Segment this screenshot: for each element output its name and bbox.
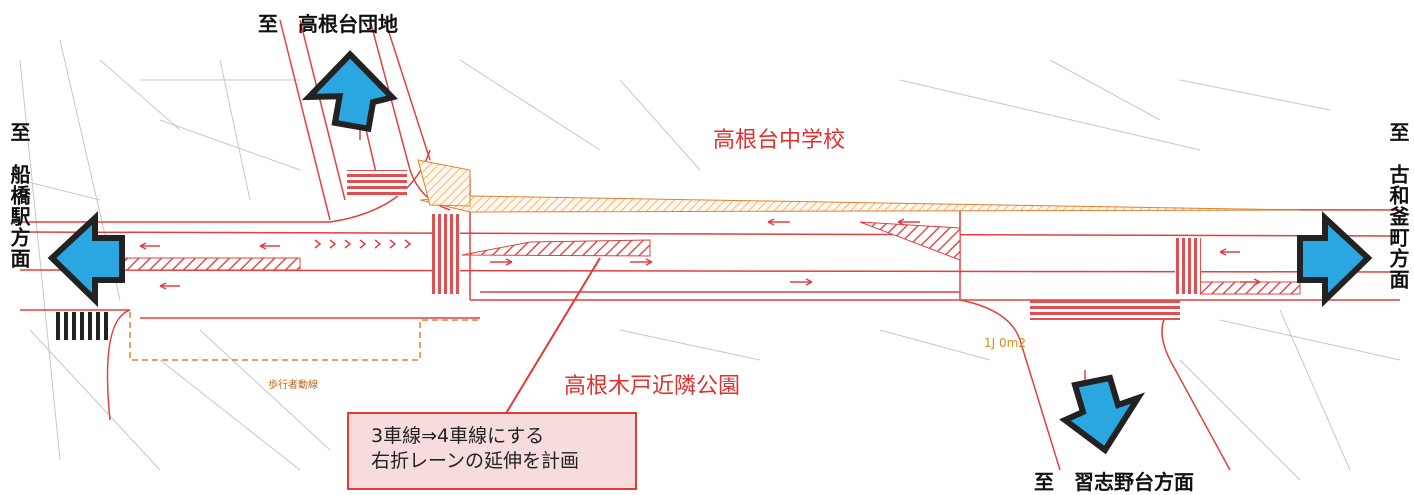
main-road-edges [19, 149, 1401, 471]
sidewalk-hatch-corner [417, 159, 471, 207]
callout-line-2: 右折レーンの延伸を計画 [371, 450, 580, 472]
arrow-north [301, 50, 399, 133]
arrow-east [1297, 211, 1373, 308]
arrow-south [1059, 374, 1146, 455]
pedestrian-route-line [129, 312, 480, 361]
crosswalk-southwest [55, 312, 110, 340]
median-hatch-west [121, 257, 301, 271]
direction-label-north: 至 高根台団地 [258, 12, 398, 36]
school-label: 高根台中学校 [713, 128, 846, 153]
direction-label-south: 至 習志野台方面 [1034, 470, 1194, 494]
lane-markings [139, 109, 1261, 401]
arrow-west [47, 211, 125, 308]
callout-leader-line [504, 257, 601, 416]
background-linework [19, 39, 1401, 481]
callout-line-1: 3車線⇒4車線にする [371, 425, 545, 447]
direction-label-west: 至 船橋駅方面 [7, 122, 31, 269]
sidewalk-hatch-north [419, 195, 1301, 213]
direction-label-east: 至 古和釜町方面 [1386, 122, 1410, 290]
crosswalk-east [1175, 238, 1201, 294]
marker-label: 1J 0m2 [984, 336, 1026, 350]
median-hatch-east [859, 221, 961, 261]
median-hatch-far-east [1199, 281, 1301, 295]
park-label: 高根木戸近隣公園 [564, 374, 741, 399]
plan-callout-box: 3車線⇒4車線にする 右折レーンの延伸を計画 [347, 412, 637, 490]
crosswalk-south [1030, 300, 1180, 320]
direction-arrows [47, 50, 1373, 455]
pedestrian-route-label: 歩行者動線 [268, 380, 318, 391]
crosswalk-north [347, 170, 407, 196]
median-hatch-center [461, 239, 651, 257]
crosswalk-west [432, 214, 460, 294]
